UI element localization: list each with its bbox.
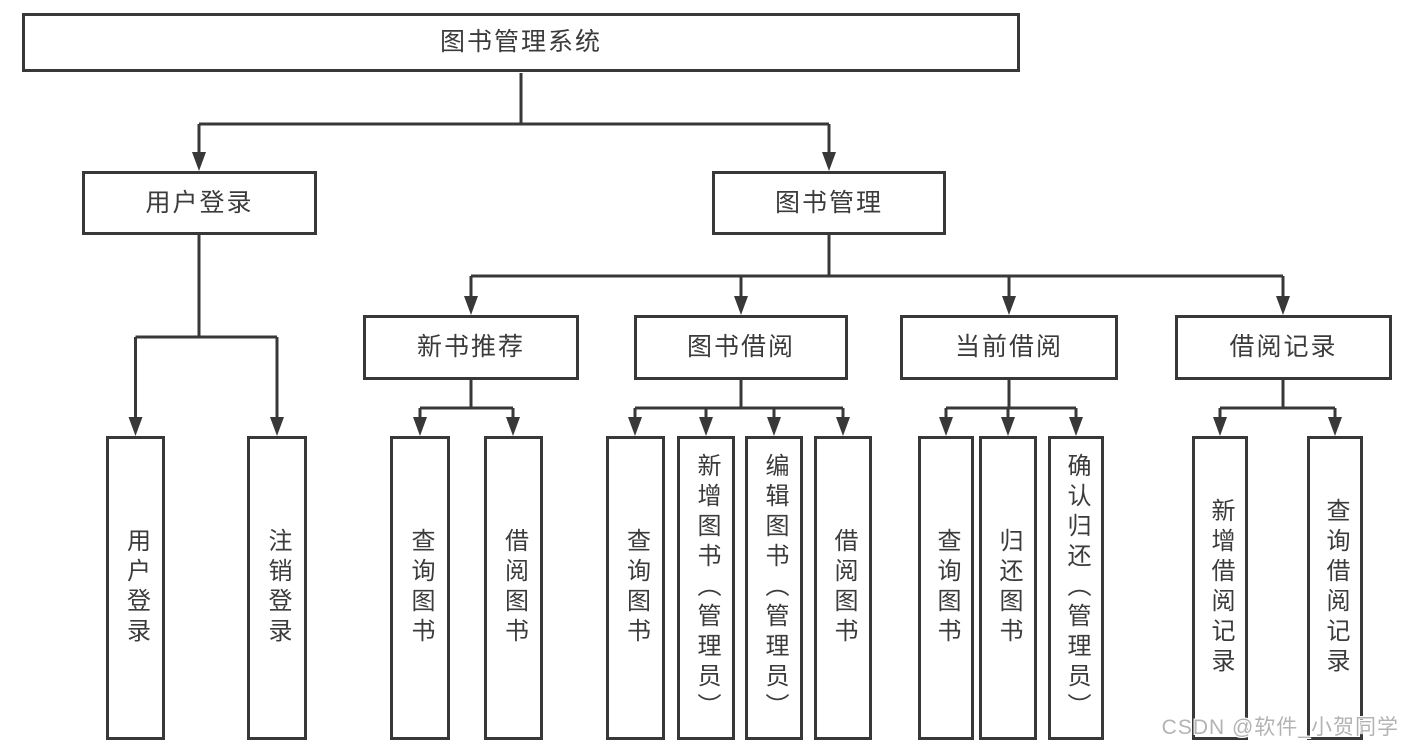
node-new-book-recommend: 新书推荐 [363,315,579,380]
node-leaf-query-book-borrow: 查询图书 [606,436,665,740]
node-leaf-borrow-book: 借阅图书 [814,436,872,740]
node-leaf-user-login: 用户登录 [106,436,165,740]
node-leaf-return-book: 归还图书 [979,436,1037,740]
node-leaf-logout: 注销登录 [247,436,307,740]
node-leaf-query-borrow-record: 查询借阅记录 [1307,436,1363,740]
node-borrow-record: 借阅记录 [1175,315,1392,380]
node-leaf-query-book-recommend: 查询图书 [390,436,450,740]
node-current-borrow: 当前借阅 [900,315,1118,380]
arrow-icon [836,417,850,436]
arrow-icon [734,296,748,315]
node-book-management: 图书管理 [712,171,946,235]
arrow-icon [270,417,284,436]
node-leaf-confirm-return-admin: 确认归还（管理员） [1048,436,1104,740]
arrow-icon [128,417,143,436]
node-leaf-query-book-current: 查询图书 [918,436,974,740]
tree-connector-paths [134,73,1337,420]
arrow-icon [1213,417,1227,436]
arrowheads [128,152,1342,436]
arrow-icon [767,417,781,436]
arrow-icon [822,152,836,171]
arrow-icon [464,296,478,315]
arrow-icon [1328,417,1342,436]
node-leaf-add-book-admin: 新增图书（管理员） [677,436,735,740]
node-leaf-borrow-book-recommend: 借阅图书 [484,436,543,740]
arrow-icon [192,152,206,171]
node-library-management-system: 图书管理系统 [22,13,1020,72]
arrow-icon [628,417,642,436]
arrow-icon [506,417,520,436]
arrow-icon [1069,417,1083,436]
node-leaf-edit-book-admin: 编辑图书（管理员） [745,436,803,740]
arrow-icon [1276,296,1290,315]
arrow-icon [939,417,953,436]
csdn-watermark: CSDN @软件_小贺同学 [1161,716,1399,739]
node-user-login: 用户登录 [82,171,317,235]
arrow-icon [1001,417,1015,436]
arrow-icon [699,417,713,436]
node-leaf-add-borrow-record: 新增借阅记录 [1192,436,1248,740]
arrow-icon [1002,296,1016,315]
arrow-icon [413,417,427,436]
node-book-borrow: 图书借阅 [634,315,848,380]
